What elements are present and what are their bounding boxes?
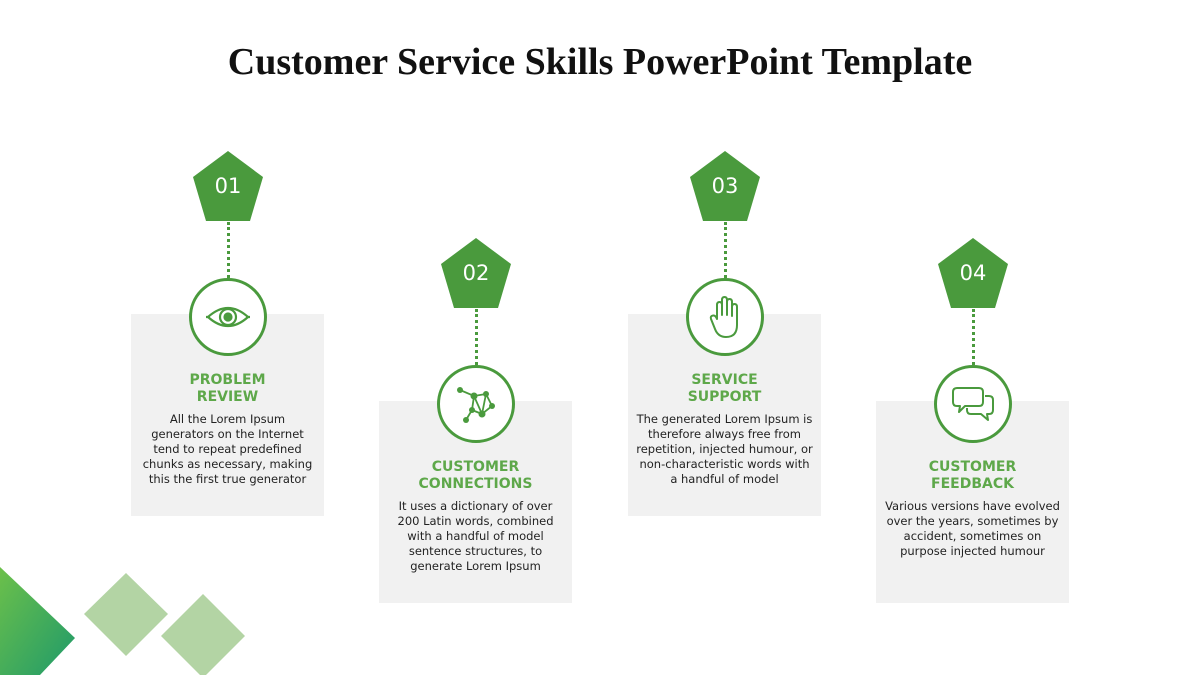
light-diamond-left [84,573,168,656]
step-number: 01 [214,174,242,198]
icon-circle [934,365,1012,443]
eye-icon [206,306,250,328]
step-number: 04 [959,261,987,285]
icon-circle [189,278,267,356]
chat-bubbles-icon [952,387,994,421]
step-2: 02 CUSTOMER CONNECTIONS It uses a dictio… [379,237,572,607]
page-title: Customer Service Skills PowerPoint Templ… [227,41,973,83]
step-heading: CUSTOMER CONNECTIONS [379,459,572,493]
step-body: It uses a dictionary of over 200 Latin w… [397,499,554,573]
network-icon [457,387,495,423]
step-3: 03 SERVICE SUPPORT The generated Lorem I… [628,150,821,520]
dotted-connector [724,222,727,278]
step-heading: CUSTOMER FEEDBACK [876,459,1069,493]
dotted-connector [227,222,230,278]
step-body: The generated Lorem Ipsum is therefore a… [636,412,813,486]
step-number: 02 [462,261,490,285]
number-pentagon: 01 [192,150,264,222]
heading-line-2: SUPPORT [687,389,762,405]
dotted-connector [972,309,975,365]
number-pentagon: 02 [440,237,512,309]
number-pentagon: 03 [689,150,761,222]
decorative-diamonds [0,567,245,675]
light-diamond-right [161,594,245,675]
heading-line-1: CUSTOMER [928,459,1017,475]
icon-circle [437,365,515,443]
step-body: Various versions have evolved over the y… [885,499,1060,558]
number-pentagon: 04 [937,237,1009,309]
step-body: All the Lorem Ipsum generators on the In… [142,412,313,486]
step-heading: PROBLEM REVIEW [131,372,324,406]
dotted-connector [475,309,478,365]
heading-line-2: CONNECTIONS [418,476,533,492]
step-1: 01 PROBLEM REVIEW All the Lorem Ipsum ge… [131,150,324,520]
large-gradient-diamond [0,567,75,675]
step-4: 04 CUSTOMER FEEDBACK Various versions ha… [876,237,1069,607]
hand-icon [709,296,738,338]
step-heading: SERVICE SUPPORT [628,372,821,406]
heading-line-1: SERVICE [691,372,758,388]
step-number: 03 [711,174,739,198]
heading-line-2: REVIEW [196,389,259,405]
heading-line-1: CUSTOMER [431,459,520,475]
heading-line-2: FEEDBACK [931,476,1014,492]
icon-circle [686,278,764,356]
heading-line-1: PROBLEM [189,372,266,388]
